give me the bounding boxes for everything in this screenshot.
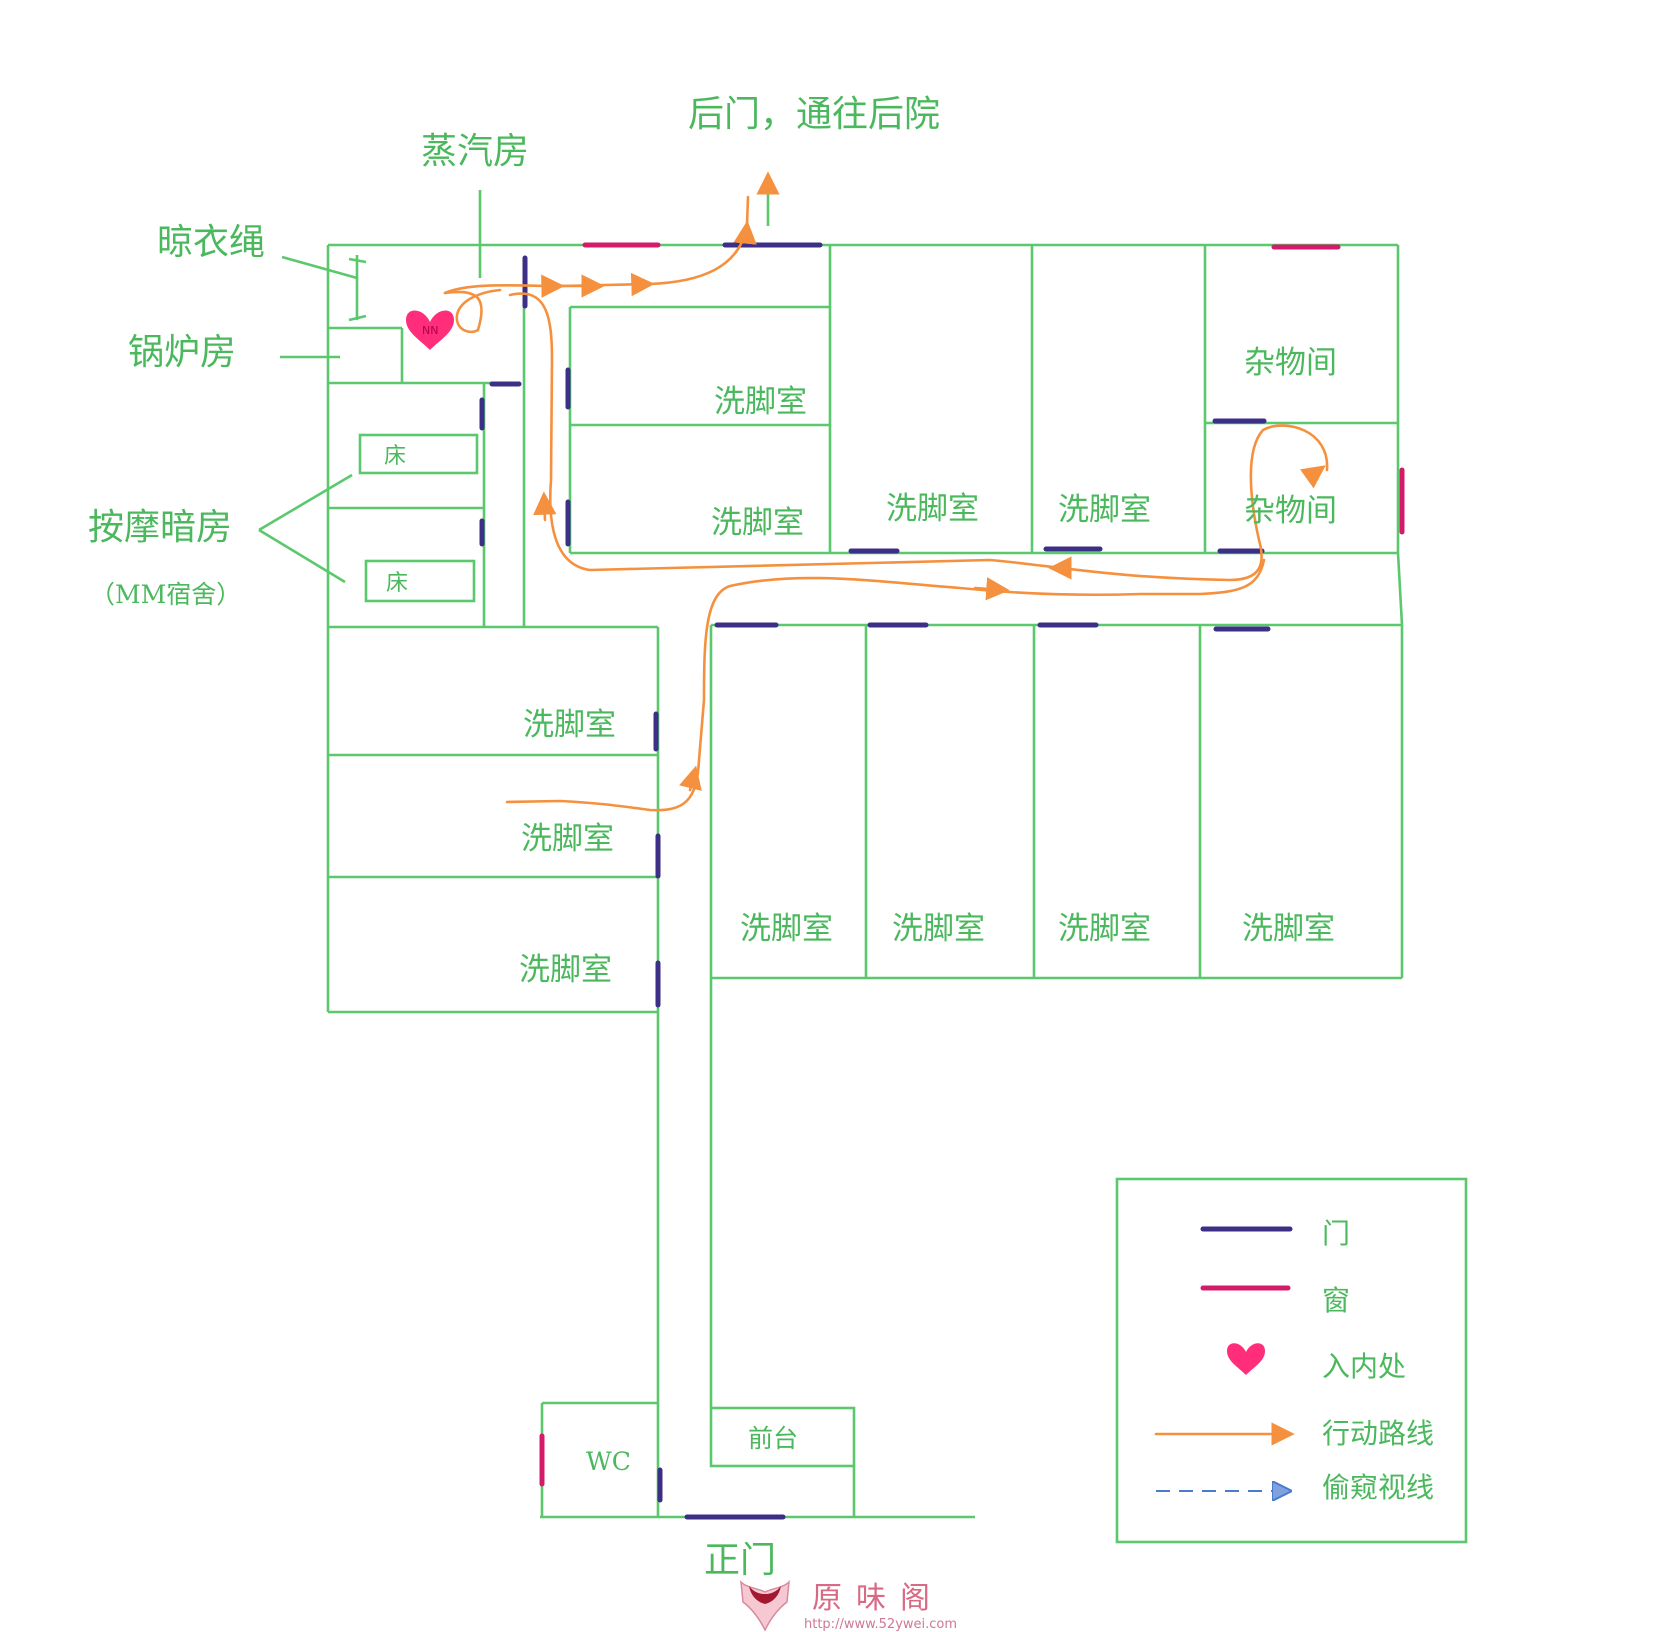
legend-peek: 偷窥视线 [1322,1471,1434,1504]
legend-heart-icon [1227,1343,1265,1375]
entry-marker-text: NN [422,324,438,337]
label-foot-room-5: 洗脚室 [523,707,616,743]
label-foot-room-6: 洗脚室 [521,821,614,857]
legend-route: 行动路线 [1322,1417,1434,1450]
label-dorm: （MM宿舍） [90,580,241,609]
label-bed-1: 床 [384,444,406,469]
label-foot-room-3: 洗脚室 [886,491,979,527]
walls [258,190,1404,1519]
legend-window: 窗 [1322,1284,1350,1317]
legend-door: 门 [1322,1217,1350,1250]
legend-entry: 入内处 [1322,1350,1406,1383]
label-clothesline: 晾衣绳 [157,222,265,263]
label-front-desk: 前台 [748,1424,798,1453]
label-foot-room-8: 洗脚室 [740,911,833,947]
lingerie-logo-icon [740,1579,790,1632]
label-foot-room-9: 洗脚室 [892,911,985,947]
label-bed-2: 床 [386,571,408,596]
label-wc: WC [586,1447,631,1476]
label-back-door: 后门，通往后院 [688,94,940,135]
entry-heart-icon: NN [406,310,454,350]
label-foot-room-2: 洗脚室 [711,505,804,541]
logo-name: 原味阁 [812,1581,944,1616]
label-foot-room-7: 洗脚室 [519,952,612,988]
label-dark-room: 按摩暗房 [88,507,232,548]
doors [479,242,1271,1520]
label-foot-room-11: 洗脚室 [1242,911,1335,947]
label-main-door: 正门 [704,1540,776,1581]
label-foot-room-10: 洗脚室 [1058,911,1151,947]
action-route [443,195,1329,812]
legend: 门 窗 入内处 行动路线 偷窥视线 [1115,1177,1468,1544]
watermark-logo: 原味阁 http://www.52ywei.com [740,1579,957,1632]
windows [539,242,1405,1487]
label-foot-room-4: 洗脚室 [1058,492,1151,528]
label-foot-room-1: 洗脚室 [714,384,807,420]
label-boiler-room: 锅炉房 [128,332,236,373]
label-steam-room: 蒸汽房 [421,131,529,172]
label-storage-2: 杂物间 [1244,493,1337,529]
label-storage-1: 杂物间 [1244,345,1337,381]
logo-url: http://www.52ywei.com [804,1617,957,1632]
labels: 后门，通往后院 蒸汽房 晾衣绳 锅炉房 按摩暗房 （MM宿舍） 床 床 洗脚室 … [88,94,1337,1581]
